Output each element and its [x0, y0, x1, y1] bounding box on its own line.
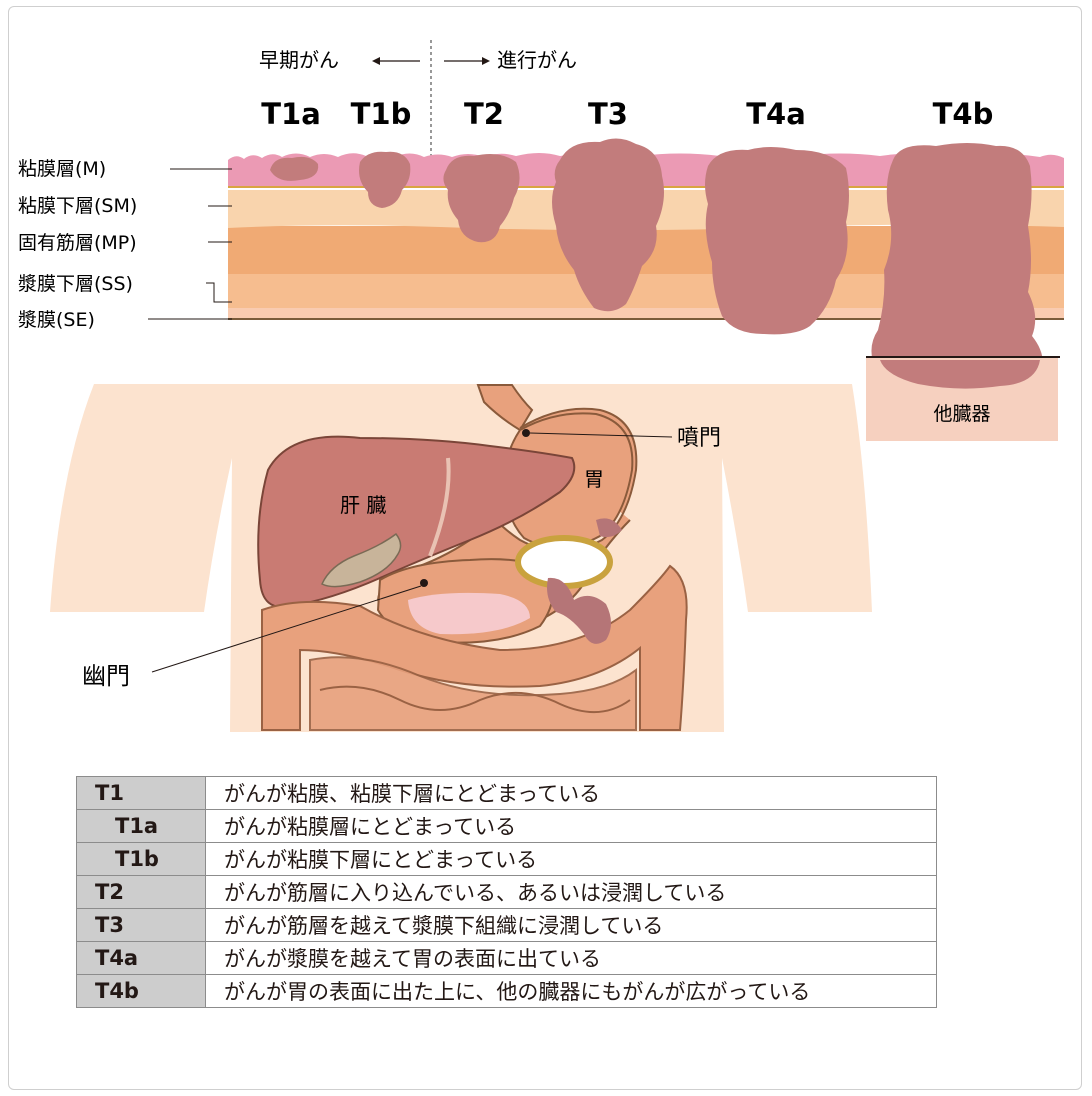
stage-label-t4a: T4a	[746, 97, 806, 131]
stage-description: がんが粘膜下層にとどまっている	[206, 843, 937, 876]
stage-description: がんが粘膜層にとどまっている	[206, 810, 937, 843]
table-row: T1 がんが粘膜、粘膜下層にとどまっている	[77, 777, 937, 810]
stage-code: T3	[77, 909, 206, 942]
stage-label-t2: T2	[464, 97, 504, 131]
right-arrow-icon	[444, 57, 490, 65]
stage-code: T1a	[77, 810, 206, 843]
stage-label-t1a: T1a	[261, 97, 321, 131]
stage-label-t4b: T4b	[933, 97, 994, 131]
layer-label-muscularis: 固有筋層(MP)	[18, 232, 137, 254]
pylorus-point	[420, 579, 428, 587]
other-organ-label: 他臓器	[933, 403, 990, 425]
cardia-label: 噴門	[677, 426, 721, 451]
stomach-label: 胃	[584, 467, 604, 491]
advanced-cancer-label: 進行がん	[497, 48, 577, 72]
table-row: T4b がんが胃の表面に出た上に、他の臓器にもがんが広がっている	[77, 975, 937, 1008]
layer-label-serosa: 漿膜(SE)	[18, 309, 95, 331]
pylorus-label: 幽門	[82, 662, 130, 690]
liver-label: 肝 臓	[340, 493, 386, 517]
stage-code: T4a	[77, 942, 206, 975]
transverse-colon-ring	[518, 538, 610, 586]
layer-label-submucosa: 粘膜下層(SM)	[18, 195, 137, 217]
stage-description: がんが漿膜を越えて胃の表面に出ている	[206, 942, 937, 975]
table-row: T2 がんが筋層に入り込んでいる、あるいは浸潤している	[77, 876, 937, 909]
stage-code: T4b	[77, 975, 206, 1008]
tumor-t4b	[871, 143, 1042, 391]
layer-labels: 粘膜層(M) 粘膜下層(SM) 固有筋層(MP) 漿膜下層(SS) 漿膜(SE)	[18, 158, 232, 331]
stage-code: T1	[77, 777, 206, 810]
table-row: T4a がんが漿膜を越えて胃の表面に出ている	[77, 942, 937, 975]
stage-description: がんが筋層に入り込んでいる、あるいは浸潤している	[206, 876, 937, 909]
stage-code: T2	[77, 876, 206, 909]
layer-label-mucosa: 粘膜層(M)	[18, 158, 106, 180]
left-arrow-icon	[372, 57, 420, 65]
stage-description: がんが胃の表面に出た上に、他の臓器にもがんが広がっている	[206, 975, 937, 1008]
torso-illustration: 肝 臓 胃 噴門 幽門	[50, 384, 872, 732]
stage-label-t1b: T1b	[351, 97, 412, 131]
stage-description: がんが粘膜、粘膜下層にとどまっている	[206, 777, 937, 810]
stage-code: T1b	[77, 843, 206, 876]
layer-label-subserosa: 漿膜下層(SS)	[18, 273, 133, 295]
tumor-t1a	[270, 157, 318, 181]
table-row: T1a がんが粘膜層にとどまっている	[77, 810, 937, 843]
table-row: T1b がんが粘膜下層にとどまっている	[77, 843, 937, 876]
other-organ-block: 他臓器	[866, 357, 1060, 441]
gastric-cancer-staging-diagram: 早期がん 進行がん T1a T1b T2 T3 T4a T4b	[0, 0, 1092, 770]
stage-label-t3: T3	[588, 97, 628, 131]
cardia-point	[522, 429, 530, 437]
t-stage-table: T1 がんが粘膜、粘膜下層にとどまっている T1a がんが粘膜層にとどまっている…	[76, 776, 937, 1008]
early-cancer-label: 早期がん	[259, 48, 339, 72]
stage-description: がんが筋層を越えて漿膜下組織に浸潤している	[206, 909, 937, 942]
table-row: T3 がんが筋層を越えて漿膜下組織に浸潤している	[77, 909, 937, 942]
